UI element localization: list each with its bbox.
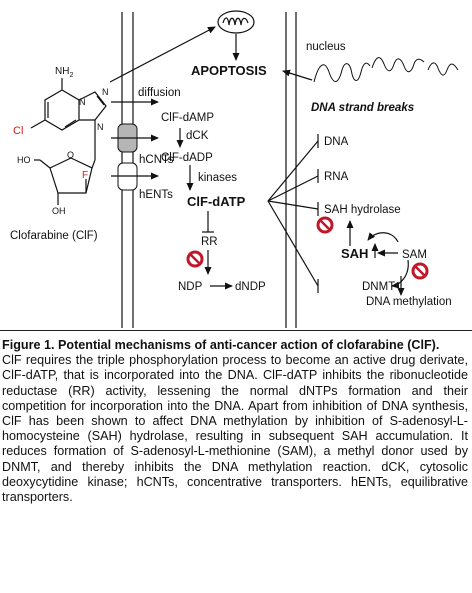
sam-label: SAM: [402, 249, 427, 261]
figure-caption: Figure 1. Potential mechanisms of anti-c…: [2, 338, 468, 505]
nucleus-label: nucleus: [306, 41, 346, 53]
dna-label: DNA: [324, 136, 349, 148]
ring-oxygen-label: O: [67, 150, 74, 160]
amine-label: NH2: [55, 66, 73, 79]
dna-strand-breaks-label: DNA strand breaks: [311, 102, 414, 114]
pathway-arrows: [109, 26, 409, 296]
ring-n3-label: N: [97, 122, 104, 132]
sah-hydrolase-label: SAH hydrolase: [324, 204, 401, 216]
mitochondrion-icon: [217, 10, 255, 34]
dnmt-label: DNMT: [362, 281, 395, 293]
hcnts-label: hCNTs: [139, 154, 174, 166]
rr-label: RR: [201, 236, 218, 248]
dna-strand-break-icon: [313, 57, 459, 83]
hydroxymethyl-label: HO: [17, 155, 31, 165]
kinases-label: kinases: [198, 172, 237, 184]
hydroxyl-label: OH: [52, 206, 66, 216]
clofarabine-labels: NH2 N N N Cl O F HO OH Clofarabine (ClF): [10, 66, 109, 242]
cif-damp-label: ClF-dAMP: [161, 112, 214, 124]
dnmt-inhibition-sign: [411, 262, 429, 280]
rna-label: RNA: [324, 171, 349, 183]
chlorine-label: Cl: [13, 125, 23, 137]
caption-body: ClF requires the triple phosphorylation …: [2, 353, 468, 505]
hents-label: hENTs: [139, 189, 173, 201]
ring-n1-label: N: [79, 97, 86, 107]
sah-hydrolase-inhibition-sign: [316, 216, 334, 234]
mechanism-diagram: NH2 N N N Cl O F HO OH Clofarabine (ClF): [10, 10, 459, 328]
clofarabine-structure: [30, 78, 107, 205]
caption-title: Figure 1. Potential mechanisms of anti-c…: [2, 338, 440, 352]
caption-divider: [0, 330, 472, 331]
fluorine-label: F: [82, 170, 88, 181]
diagram-labels: diffusion hCNTs hENTs APOPTOSIS ClF-dAMP…: [138, 41, 452, 308]
dna-methylation-label: DNA methylation: [366, 296, 452, 308]
drug-name: Clofarabine (ClF): [10, 230, 98, 242]
diffusion-label: diffusion: [138, 87, 181, 99]
nuclear-membrane: [285, 12, 297, 328]
rr-inhibition-sign: [186, 250, 204, 268]
ring-n2-label: N: [102, 87, 109, 97]
cif-datp-label: ClF-dATP: [187, 194, 246, 209]
cif-dadp-label: ClF-dADP: [161, 152, 213, 164]
apoptosis-label: APOPTOSIS: [191, 63, 267, 78]
sah-label: SAH: [341, 246, 368, 261]
dck-label: dCK: [186, 130, 209, 142]
dndp-label: dNDP: [235, 281, 266, 293]
ndp-label: NDP: [178, 281, 203, 293]
